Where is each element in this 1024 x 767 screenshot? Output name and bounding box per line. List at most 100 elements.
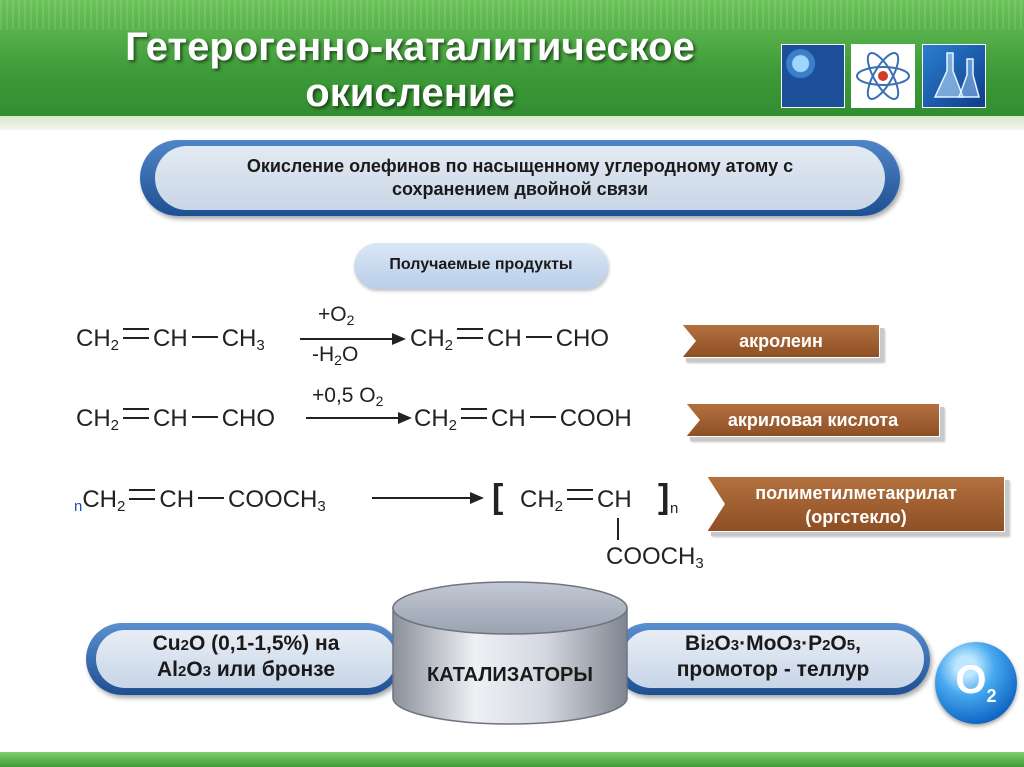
product-sub: 2	[448, 417, 458, 434]
label-notch	[707, 476, 725, 532]
catalyst-right-inner	[622, 630, 924, 688]
reagent-sub: 2	[334, 352, 342, 368]
reaction-2-reagent-top: +0,5 O2	[312, 384, 383, 409]
cat-text: или бронзе	[211, 658, 335, 681]
polymer-n-prefix: n	[74, 498, 83, 515]
atom-icon	[851, 44, 915, 108]
catalyst-right-line-2: промотор - теллур	[676, 658, 870, 681]
single-bond	[191, 336, 218, 338]
reagent-sub: 2	[375, 393, 384, 409]
double-bond	[567, 489, 594, 500]
atom-icon-svg	[856, 52, 910, 100]
flasks-image	[922, 44, 986, 108]
flasks-svg	[933, 52, 980, 98]
products-heading: Получаемые продукты	[389, 256, 573, 273]
label-acrylic-acid: акриловая кислота	[686, 403, 940, 437]
cat-sub: 3	[792, 637, 802, 654]
o2-badge	[935, 642, 1017, 724]
cat-text: O	[186, 658, 203, 681]
single-bond	[525, 336, 552, 338]
reactant-2-atom: CHO	[221, 405, 276, 432]
single-bond	[191, 416, 218, 418]
product-atom: CH	[491, 405, 526, 432]
product-atom: CH	[414, 405, 449, 432]
reaction-3-arrow	[372, 497, 472, 499]
product-sub: 2	[444, 337, 454, 354]
cat-text: Cu	[152, 632, 181, 655]
reactant-3-sub: 2	[117, 498, 126, 515]
cat-text: O	[830, 632, 847, 655]
o2-badge-text: O2	[935, 658, 1017, 707]
double-bond	[461, 408, 488, 419]
branch-bond	[617, 518, 619, 540]
polymer-n-subscript: n	[670, 500, 679, 517]
reaction-1-arrow	[300, 338, 394, 340]
reactant-3-atom: CH	[159, 486, 195, 513]
catalyst-cylinder	[392, 581, 628, 725]
cat-sub: 3	[202, 663, 212, 680]
product-atom: CH	[520, 486, 555, 513]
reactant-3-atom: CH	[82, 486, 118, 513]
cat-text: ·P	[801, 632, 823, 655]
cat-sub: 2	[180, 637, 189, 654]
reagent-text: O	[341, 343, 359, 366]
product-sub: 2	[554, 498, 564, 515]
cat-sub: 2	[706, 637, 715, 654]
bubbles-image	[781, 44, 845, 108]
reaction-1-reagent-top: +O2	[318, 303, 354, 328]
cat-text: Bi	[685, 632, 707, 655]
cat-text: ·MoO	[739, 632, 793, 655]
products-pill	[354, 243, 608, 289]
catalyst-right-line-1: Bi2O3·MoO3·P2O5,	[628, 632, 918, 658]
cat-text: O (0,1-1,5%) на	[188, 632, 340, 655]
header-stripes	[0, 0, 1024, 30]
reagent-text: +0,5 O	[312, 384, 376, 407]
footer-bar	[0, 752, 1024, 767]
subtitle-text: Окисление олефинов по насыщенному углеро…	[160, 155, 880, 201]
reagent-text: -H	[312, 343, 335, 366]
label-acrolein: акролеин	[682, 324, 880, 358]
reactant-1-atom: CH	[221, 325, 257, 352]
o2-sub: 2	[986, 686, 997, 706]
catalysts-title: КАТАЛИЗАТОРЫ	[427, 664, 593, 686]
catalyst-right-text: Bi2O3·MoO3·P2O5, промотор - теллур	[628, 632, 918, 682]
reactant-3-atom: COOCH	[228, 486, 318, 513]
catalyst-left-text: Cu2O (0,1-1,5%) на Al2O3 или бронзе	[96, 632, 396, 684]
cat-sub: 3	[730, 637, 740, 654]
cylinder-body	[392, 607, 628, 725]
double-bond	[123, 408, 150, 419]
reaction-3-branch: COOCH3	[606, 543, 704, 572]
label-notch	[686, 403, 700, 437]
double-bond	[129, 489, 156, 500]
arrow-head	[392, 333, 406, 345]
header-divider	[0, 116, 1024, 130]
product-atom: CH	[410, 325, 445, 352]
single-bond	[529, 416, 556, 418]
title-line-2: окисление	[305, 71, 515, 115]
arrow-head	[398, 412, 412, 424]
reactant-2-atom: CH	[76, 405, 111, 432]
branch-sub: 3	[695, 555, 704, 572]
catalyst-left-inner	[96, 630, 396, 688]
slide-title: Гетерогенно-каталитическое окисление	[90, 24, 730, 116]
product-atom: CH	[487, 325, 522, 352]
single-bond	[198, 497, 225, 499]
cylinder-top	[392, 581, 628, 635]
reaction-2-arrow	[306, 417, 400, 419]
cat-text: ,	[855, 632, 861, 655]
reactant-1-sub: 3	[256, 337, 265, 354]
label-pmma-line-1: полиметилметакрилат	[755, 483, 957, 503]
cat-text: Al	[156, 658, 178, 681]
reactant-2-sub: 2	[110, 417, 120, 434]
label-pmma: полиметилметакрилат (оргстекло)	[707, 476, 1005, 532]
reactant-2-atom: CH	[153, 405, 188, 432]
cat-text: O	[714, 632, 731, 655]
cat-sub: 5	[846, 637, 856, 654]
reaction-1-reagent-bottom: -H2O	[312, 343, 358, 368]
cat-sub: 2	[822, 637, 831, 654]
